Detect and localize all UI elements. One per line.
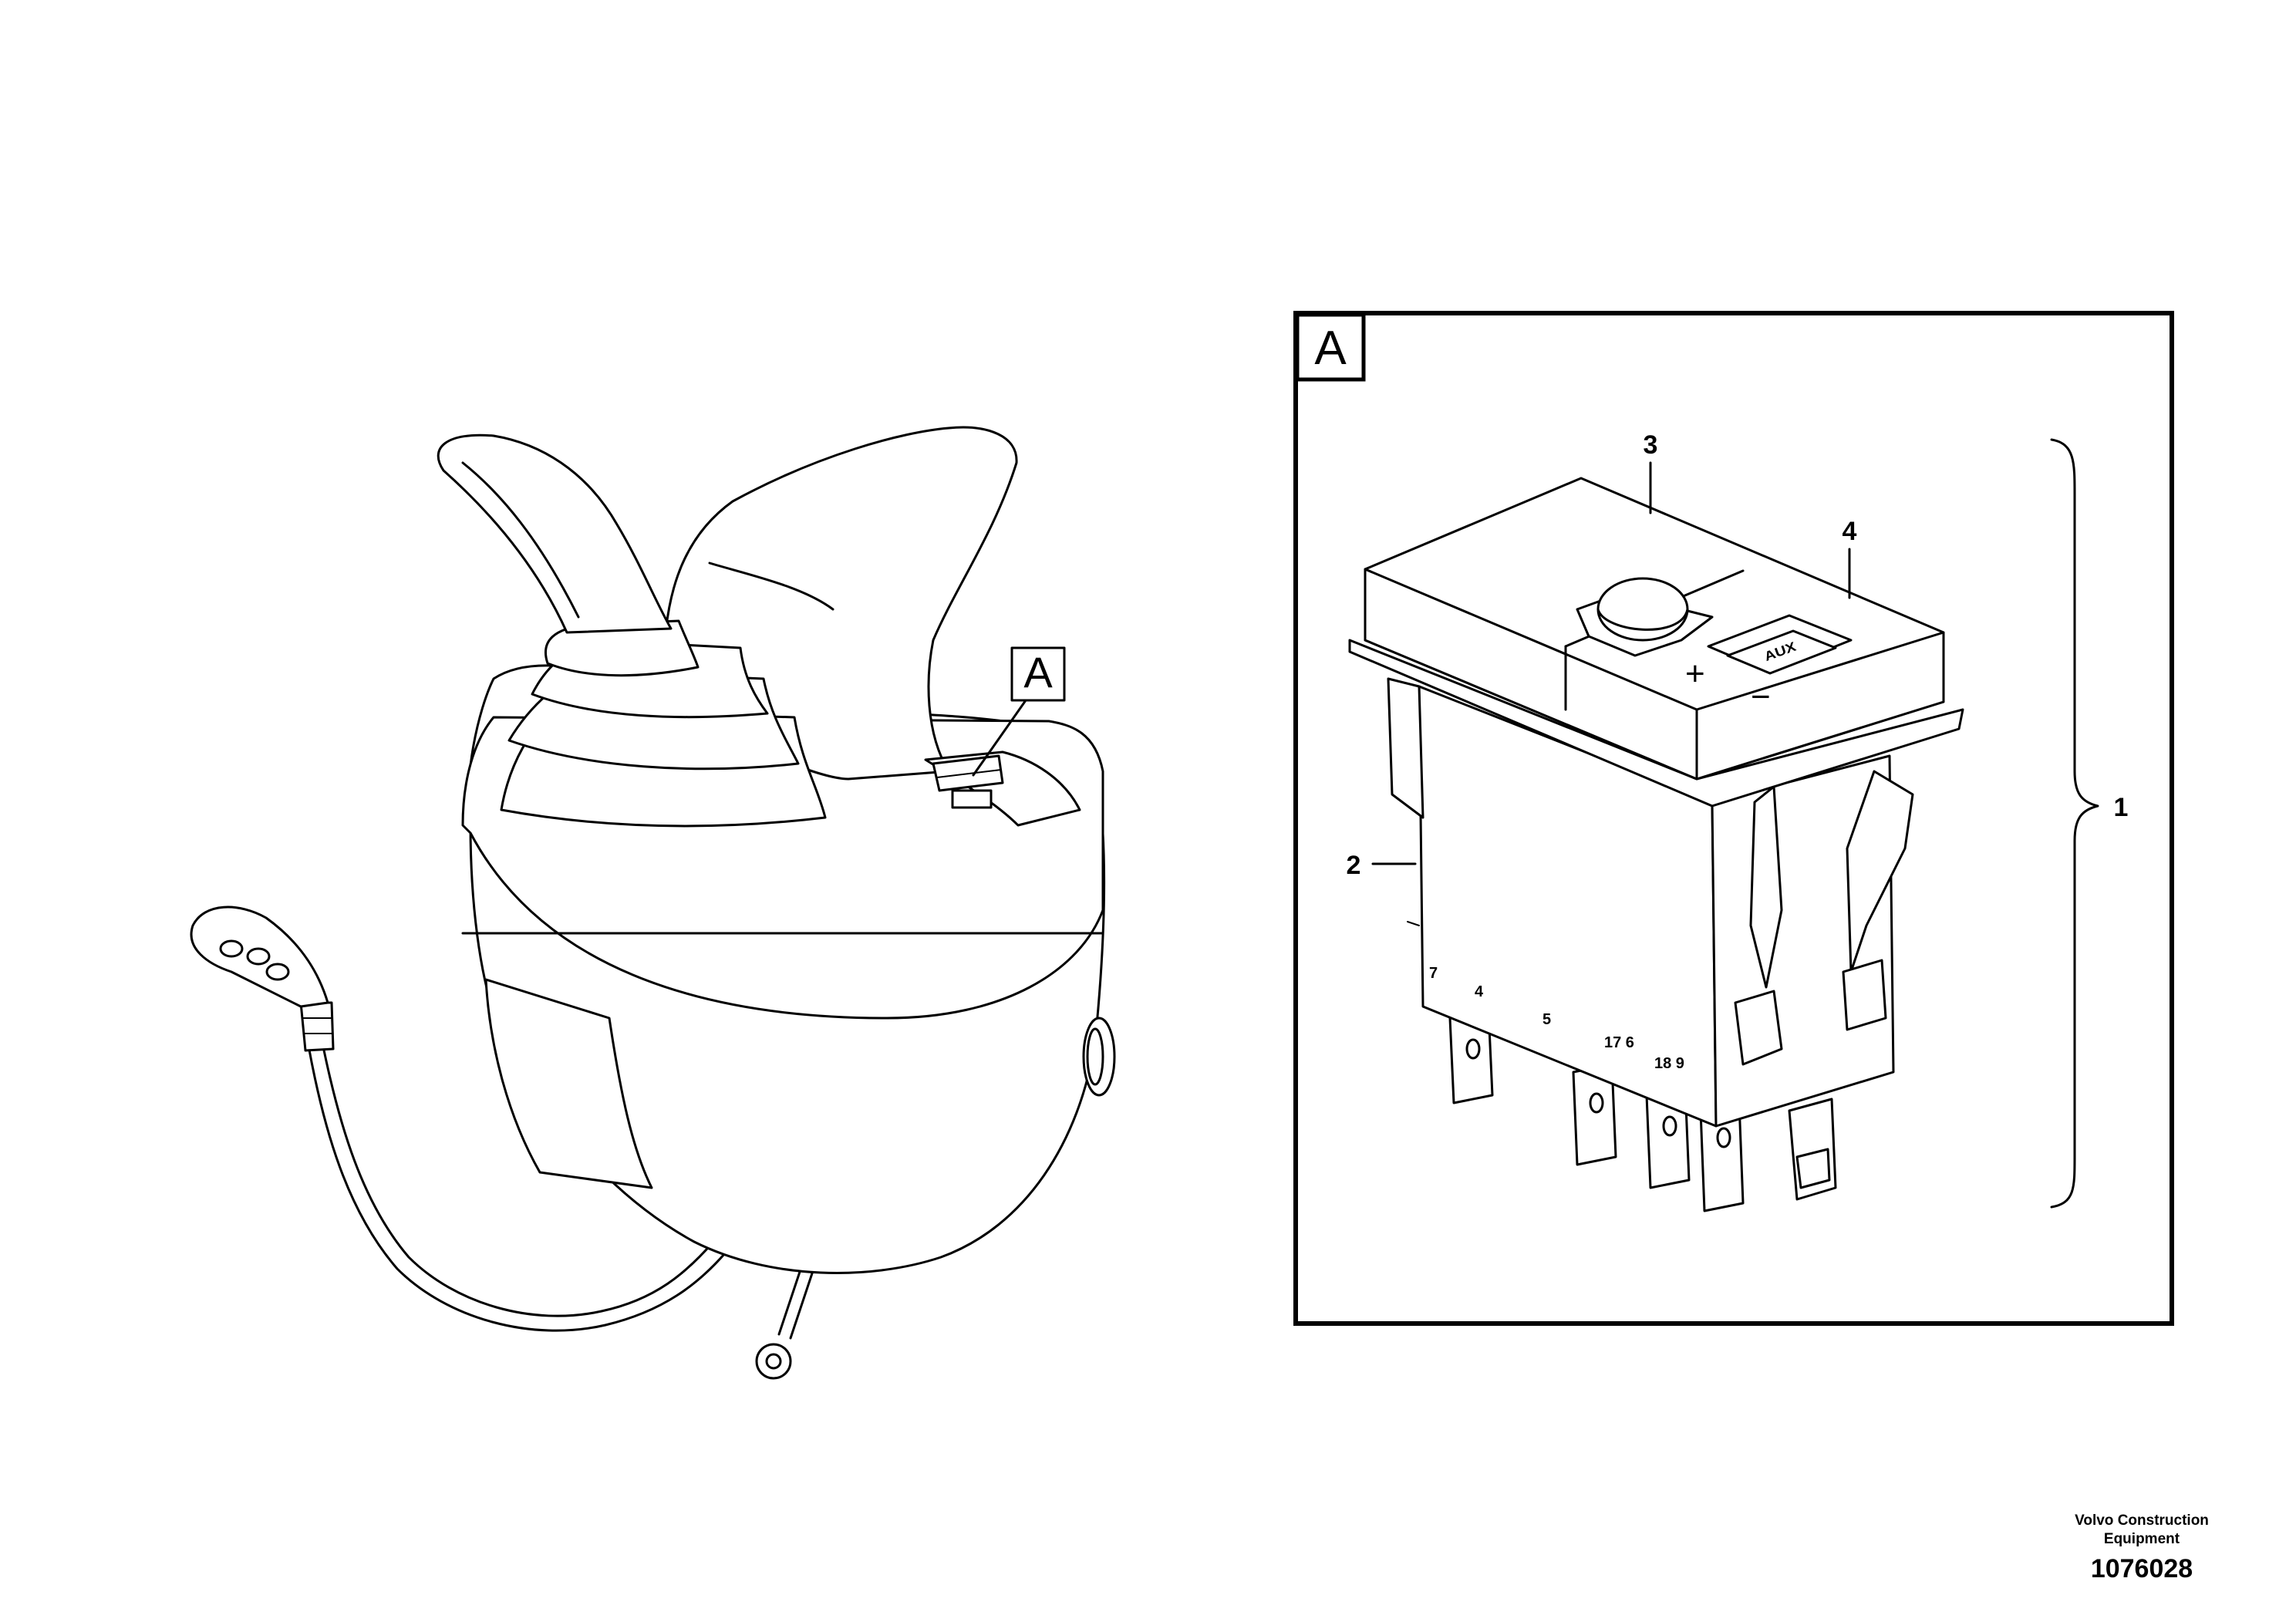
callout-3: 3 — [1644, 430, 1658, 460]
pin-numbers: 7 4 5 17 6 18 9 — [1429, 965, 1684, 1072]
title-block: Volvo Construction Equipment 1076028 — [2041, 1512, 2242, 1586]
callout-1: 1 — [2114, 793, 2129, 822]
plus-sign: + — [1685, 655, 1705, 693]
pin-label: 5 — [1542, 1011, 1551, 1028]
drawing-number: 1076028 — [2090, 1554, 2193, 1583]
view-a-letter: A — [1023, 648, 1053, 696]
callouts: 1 2 3 4 — [1347, 430, 2129, 1209]
pin-label: 18 9 — [1654, 1055, 1684, 1072]
company-name-line1: Volvo Construction — [2075, 1512, 2209, 1529]
joystick-assembly — [190, 426, 1116, 1380]
callout-4: 4 — [1843, 517, 1857, 546]
rocker-switch: AUX + − 7 4 5 17 6 18 9 — [1348, 477, 1964, 1212]
pin-label: 4 — [1475, 983, 1484, 1000]
callout-2: 2 — [1347, 851, 1361, 880]
pin-label: 17 6 — [1604, 1034, 1634, 1051]
pin-label: 7 — [1429, 965, 1438, 982]
view-a-marker: A — [1010, 646, 1066, 702]
minus-sign: − — [1751, 678, 1771, 716]
company-name-line2: Equipment — [2103, 1531, 2180, 1547]
detail-view-letter: A — [1314, 322, 1347, 375]
